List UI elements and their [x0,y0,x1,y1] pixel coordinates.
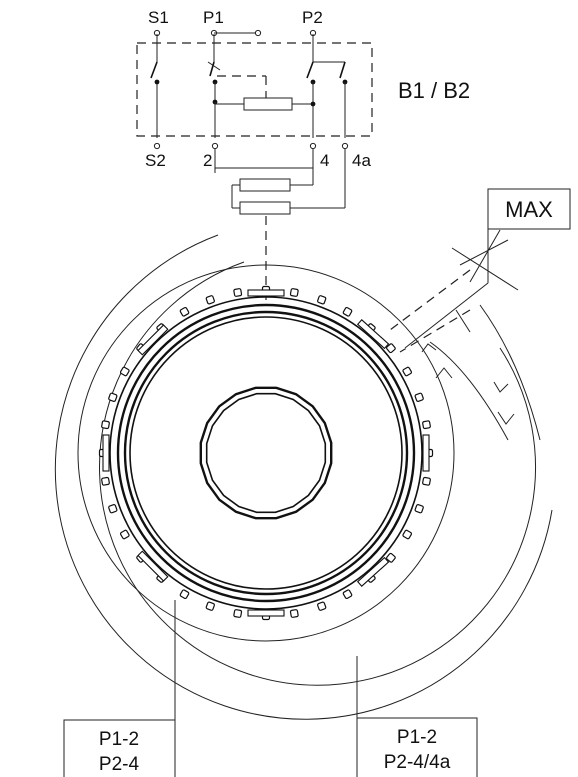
coil-stud [385,552,396,563]
rotation-direction-arrows [421,304,541,441]
coil-stud [119,366,130,377]
coil-stud [422,476,431,486]
coil-inner-edge [129,316,403,590]
terminal-label-2: 2 [203,151,212,170]
terminal-label-s1: S1 [148,8,169,27]
coil-stud [414,504,424,514]
coil-segment [356,556,390,587]
bottom-left-line2: P2-4 [99,754,140,775]
terminal-label-p2: P2 [302,8,323,27]
max-position-ticks [451,229,519,291]
top-terminals [153,29,317,62]
switch-p1 [207,61,267,138]
max-pointer-dashed-upper [389,269,471,331]
switch-module-boundary [136,42,373,137]
bottom-right-box: P1-2 P2-4/4a [356,717,478,777]
coil-stud [233,288,243,297]
terminal-label-p1: P1 [203,8,224,27]
coil-segment [247,609,285,617]
coil-stud [205,601,215,611]
coil-segment [247,289,285,297]
coil-stud [342,306,353,317]
coil-segment [422,434,430,472]
coil-segment-bars [102,289,430,617]
centre-ring-outer [199,386,333,520]
switch-s [150,61,160,138]
coil-stud [317,601,327,611]
coil-stud [342,589,353,600]
coil-middle-ring [116,303,416,603]
centre-ring-inner [205,392,327,514]
inner-sweep-arc [99,261,536,686]
bottom-terminals [153,142,349,150]
outer-sweep-arc [54,234,553,720]
coil-stud [402,529,413,540]
hotplate [54,234,553,720]
coil-segment [356,319,390,350]
coil-stud [179,589,190,600]
hotplate-rim [77,264,455,642]
coil-segment [137,550,169,582]
coil-stud [101,476,110,486]
coil-stud [179,306,190,317]
module-label: B1 / B2 [398,78,470,103]
switch-p2 [306,61,348,138]
coil-stud [385,343,396,354]
coil-stud [422,420,431,430]
coil-stud [233,609,243,618]
coil-segment [102,434,110,472]
max-pointer-dashed-lower [399,309,471,353]
terminal-label-4a: 4a [352,151,371,170]
coil-segment [137,324,169,356]
bottom-left-line1: P1-2 [99,729,139,750]
coil-stud [402,366,413,377]
coil-stud [289,609,299,618]
coil-terminal-studs [98,285,434,621]
coil-stud [101,420,110,430]
switch-module [136,29,373,150]
heating-element-resistors [214,149,346,215]
coil-stud [289,288,299,297]
coil-stud [317,295,327,305]
coil-stud [108,504,118,514]
coil-stud [205,295,215,305]
terminal-label-s2: S2 [145,151,166,170]
bottom-right-line1: P1-2 [397,727,437,748]
coil-stud [414,392,424,402]
max-box: MAX [404,188,571,349]
bottom-left-box: P1-2 P2-4 [63,719,176,777]
terminal-label-4: 4 [320,151,329,170]
coil-stud [119,529,130,540]
bottom-right-line2: P2-4/4a [384,752,451,773]
max-label: MAX [505,197,553,222]
internal-heater-resistor [215,97,313,111]
coil-inner-ring [123,310,409,596]
coil-stud [108,392,118,402]
coil-outer-ring [109,296,423,610]
